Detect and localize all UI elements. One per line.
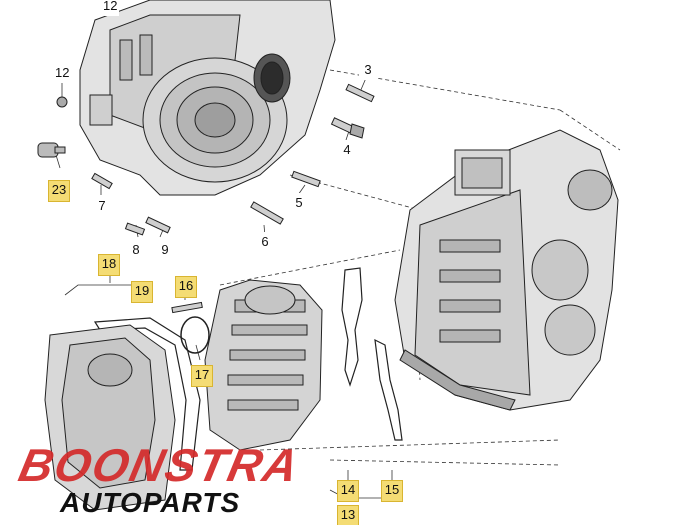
seal-17 — [180, 316, 210, 354]
sensor-23 — [37, 142, 66, 158]
callout-14: 14 — [337, 480, 359, 502]
callout-12: 12 — [53, 63, 72, 83]
transmission-housing — [79, 0, 336, 196]
bolt-3 — [345, 83, 375, 103]
bolt-9 — [145, 216, 171, 234]
callout-17: 17 — [191, 365, 213, 387]
callout-15: 15 — [381, 480, 403, 502]
valve-body — [204, 279, 323, 451]
callout-19: 19 — [131, 281, 153, 303]
callout-6: 6 — [256, 232, 274, 252]
bolt-4 — [330, 117, 365, 139]
bolt-7 — [91, 172, 113, 190]
watermark-subtitle: AUTOPARTS — [60, 487, 241, 518]
gasket-14 — [341, 267, 363, 387]
callout-13: 13 — [337, 505, 359, 525]
callout-5: 5 — [290, 193, 308, 213]
gearbox-assembly — [394, 129, 619, 411]
plug-12 — [56, 96, 68, 108]
bolt-16 — [171, 301, 203, 314]
callout-3: 3 — [359, 60, 377, 80]
callout-18: 18 — [98, 254, 120, 276]
callout-16: 16 — [175, 276, 197, 298]
callout-4: 4 — [338, 140, 356, 160]
callout-23: 23 — [48, 180, 70, 202]
watermark-brand: BOONSTRA — [14, 439, 305, 491]
callout-7: 7 — [93, 196, 111, 216]
gasket-15 — [374, 338, 403, 441]
callout-9: 9 — [156, 240, 174, 260]
bolt-8 — [124, 222, 146, 236]
bolt-5 — [291, 170, 321, 188]
oil-pan-18 — [44, 324, 176, 511]
callout-12-top: 12 — [101, 0, 120, 16]
callout-8: 8 — [127, 240, 145, 260]
bolt-6 — [250, 201, 284, 225]
